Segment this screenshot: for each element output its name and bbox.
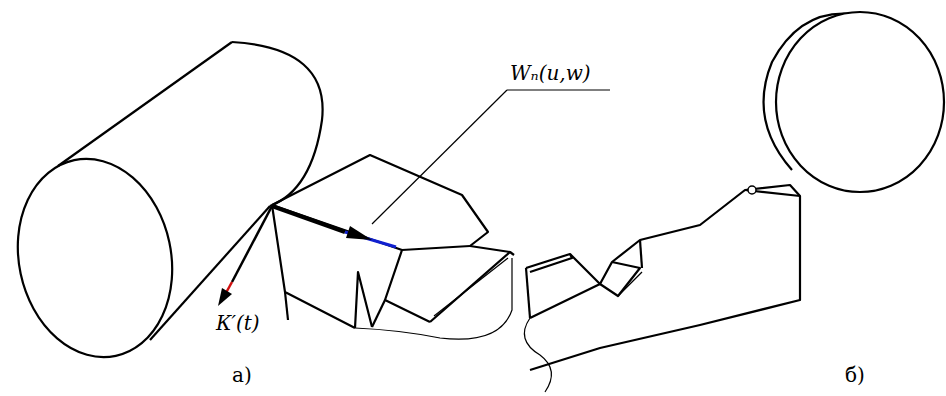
vector-label: К′(t) bbox=[216, 312, 260, 334]
cutting-tool-b bbox=[524, 185, 800, 392]
vector-label: Wₙ(u,w) bbox=[510, 62, 591, 84]
workpiece-b bbox=[764, 12, 944, 192]
cutting-tool-a bbox=[272, 155, 514, 339]
vectors bbox=[218, 90, 610, 306]
subfigure-label: а) bbox=[232, 364, 252, 386]
subfigure-label: б) bbox=[845, 364, 865, 386]
